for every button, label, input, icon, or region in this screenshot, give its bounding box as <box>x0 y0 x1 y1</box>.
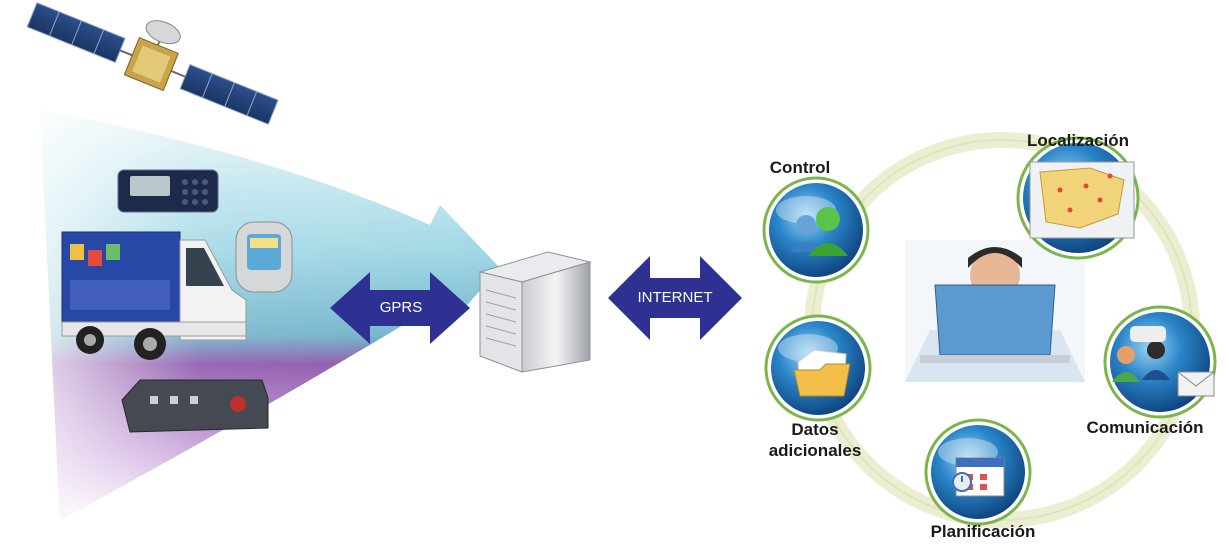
gprs-label: GPRS <box>379 299 423 316</box>
gprs-arrow <box>330 272 470 344</box>
satellite-icon <box>26 2 279 125</box>
internet-label: INTERNET <box>637 289 713 306</box>
control-label: Control <box>769 158 831 177</box>
internet-arrow <box>608 256 742 340</box>
operator-laptop-icon <box>905 240 1085 382</box>
comunicacion-bubble <box>1103 305 1217 419</box>
server-icon <box>478 251 592 373</box>
gps-device-icon <box>235 221 293 293</box>
localizacion-label: Localización <box>1026 131 1130 150</box>
chat-mail-icon <box>1112 326 1215 397</box>
map-icon <box>1029 161 1135 239</box>
folder-icon <box>793 349 851 397</box>
localizacion-bubble <box>1016 136 1140 260</box>
datos-bubble <box>764 314 872 422</box>
radio-terminal-icon <box>117 169 219 213</box>
delivery-truck-icon <box>61 231 247 360</box>
comunicacion-label: Comunicación <box>1086 418 1204 437</box>
planificacion-bubble <box>924 418 1032 526</box>
datos-label-line2: adicionales <box>768 441 862 460</box>
control-bubble <box>762 176 870 284</box>
users-icon <box>790 207 848 256</box>
datos-label-line1: Datos <box>791 420 839 439</box>
tracker-box-icon <box>121 379 269 433</box>
calendar-icon <box>952 457 1005 497</box>
planificacion-label: Planificación <box>930 522 1036 541</box>
